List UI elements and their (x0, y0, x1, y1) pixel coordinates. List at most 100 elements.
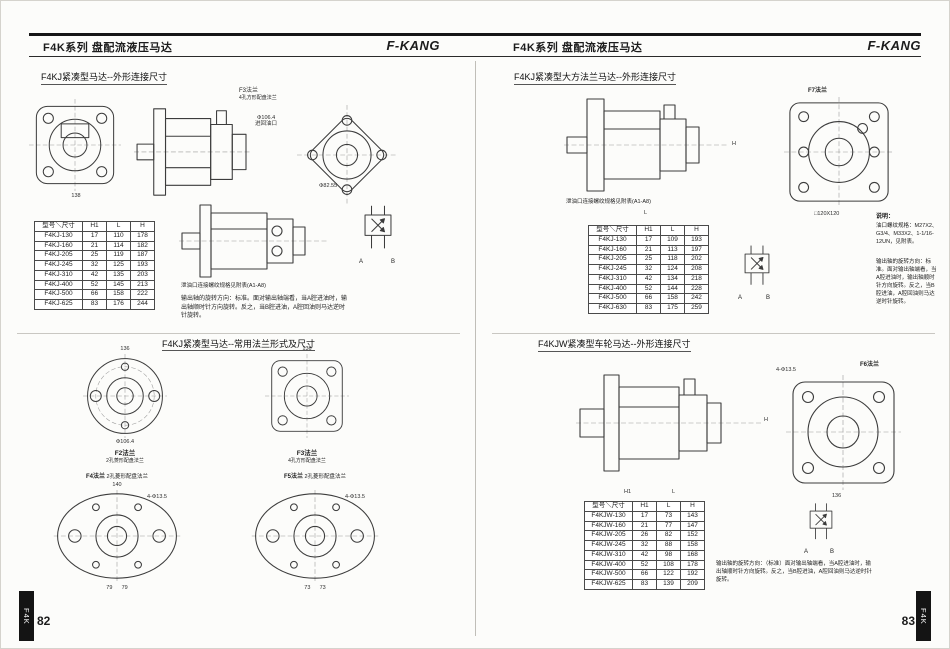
table-cell: F4KJW-310 (584, 549, 633, 561)
section-title-wheel-motor: F4KJW紧凑型车轮马达--外形连接尺寸 (538, 337, 691, 352)
header-underline-rule (29, 56, 921, 57)
table-cell: 244 (130, 299, 155, 310)
table-cell: 52 (636, 283, 661, 295)
flange-f4-drawing (53, 490, 181, 582)
page-header-title: F4K系列 盘配流液压马达 (43, 42, 173, 54)
big-flange-motor-side-drawing (564, 93, 729, 193)
table-cell: F4KJ-400 (34, 279, 83, 291)
table-header-cell: H (680, 501, 705, 512)
section-title-big-flange: F4KJ紧凑型大方法兰马达--外形连接尺寸 (514, 70, 677, 85)
table-cell: 17 (82, 230, 107, 242)
table-cell: 119 (106, 250, 131, 262)
table-cell: F4KJ-630 (588, 303, 637, 314)
hydraulic-valve-symbol (353, 199, 403, 257)
table-cell: 202 (684, 254, 709, 266)
page-number: 82 (37, 614, 51, 628)
port-a-label: A (359, 259, 364, 265)
table-cell: F4KJW-205 (584, 530, 633, 542)
dimension-label: 138 (71, 193, 81, 199)
table-cell: 168 (680, 549, 705, 561)
flange-f5-label: F5法兰 2孔菱形配盘法兰 (283, 474, 347, 480)
table-cell: 52 (632, 559, 657, 571)
table-cell: F4KJ-500 (34, 289, 83, 301)
table-cell: 42 (82, 269, 107, 281)
table-cell: 52 (82, 279, 107, 291)
series-tab-left: F4K (19, 591, 34, 641)
rotation-direction-note: 输出轴的旋转方向：（标准）面对输出轴端看，当A腔进油时，输出轴顺时针方向旋转。反… (716, 561, 872, 583)
section-divider (17, 333, 460, 334)
table-cell: F4KJ-130 (34, 230, 83, 242)
table-cell: F4KJW-130 (584, 510, 633, 522)
table-cell: 32 (636, 264, 661, 275)
table-cell: 77 (656, 520, 681, 532)
table-cell: 152 (680, 530, 705, 542)
table-cell: F4KJ-205 (34, 250, 83, 262)
port-a-label: A (738, 295, 743, 301)
motor-side-section-drawing (134, 97, 252, 203)
table-cell: 42 (632, 549, 657, 561)
port-b-label: B (391, 259, 396, 265)
brand-logo: F-KANG (386, 38, 440, 53)
table-cell: 178 (680, 559, 705, 571)
table-cell: 25 (636, 254, 661, 266)
table-cell: 259 (684, 303, 709, 314)
table-cell: 125 (106, 260, 131, 271)
table-cell: 108 (656, 559, 681, 571)
flange-description: 4孔方形配盘法兰 (239, 95, 277, 101)
table-cell: 42 (636, 273, 661, 285)
dimension-label: Φ106.4 (115, 439, 135, 445)
table-cell: 208 (684, 264, 709, 275)
table-header-cell: L (656, 501, 681, 512)
section-title-flange-types: F4KJ紧凑型马达--常用法兰形式及尺寸 (161, 339, 315, 351)
flange-f6-label: F6法兰 (860, 362, 880, 368)
table-header-cell: H (684, 225, 709, 236)
port-a-label: A (804, 549, 809, 555)
table-cell: 242 (684, 293, 709, 305)
table-cell: F4KJ-130 (588, 234, 637, 246)
table-cell: 192 (680, 569, 705, 581)
table-cell: 143 (680, 510, 705, 522)
table-cell: F4KJW-500 (584, 569, 633, 581)
page-number: 83 (901, 614, 915, 628)
table-cell: 98 (656, 549, 681, 561)
table-cell: 197 (684, 244, 709, 256)
dimension-label: 136 (120, 346, 130, 352)
table-cell: 17 (636, 234, 661, 246)
dimension-letter-h1: H1 (624, 489, 632, 495)
table-cell: 32 (82, 260, 107, 271)
table-cell: F4KJ-400 (588, 283, 637, 295)
table-cell: F4KJ-310 (588, 273, 637, 285)
table-cell: 114 (106, 240, 131, 252)
right-page: F4K系列 盘配流液压马达 F-KANG F4KJ紧凑型大方法兰马达--外形连接… (476, 1, 949, 648)
table-cell: 109 (660, 234, 685, 246)
table-cell: 25 (82, 250, 107, 262)
table-cell: 158 (660, 293, 685, 305)
table-cell: 110 (106, 230, 131, 242)
table-cell: 209 (680, 579, 705, 590)
table-cell: 21 (636, 244, 661, 256)
left-page: F4K系列 盘配流液压马达 F-KANG F4KJ紧凑型马达--外形连接尺寸 1… (1, 1, 476, 648)
table-cell: F4KJ-160 (34, 240, 83, 252)
table-cell: F4KJW-245 (584, 540, 633, 551)
table-cell: 144 (660, 283, 685, 295)
table-cell: F4KJ-205 (588, 254, 637, 266)
rotation-direction-note: 输出轴的旋转方向：标准。面对输出轴端看，当A腔进油时，输出轴顺时针方向旋转。反之… (876, 259, 937, 305)
table-cell: 66 (636, 293, 661, 305)
dimension-label: Φ82.55 (319, 183, 338, 189)
table-cell: 147 (680, 520, 705, 532)
table-cell: 158 (106, 289, 131, 301)
port-b-label: B (830, 549, 835, 555)
